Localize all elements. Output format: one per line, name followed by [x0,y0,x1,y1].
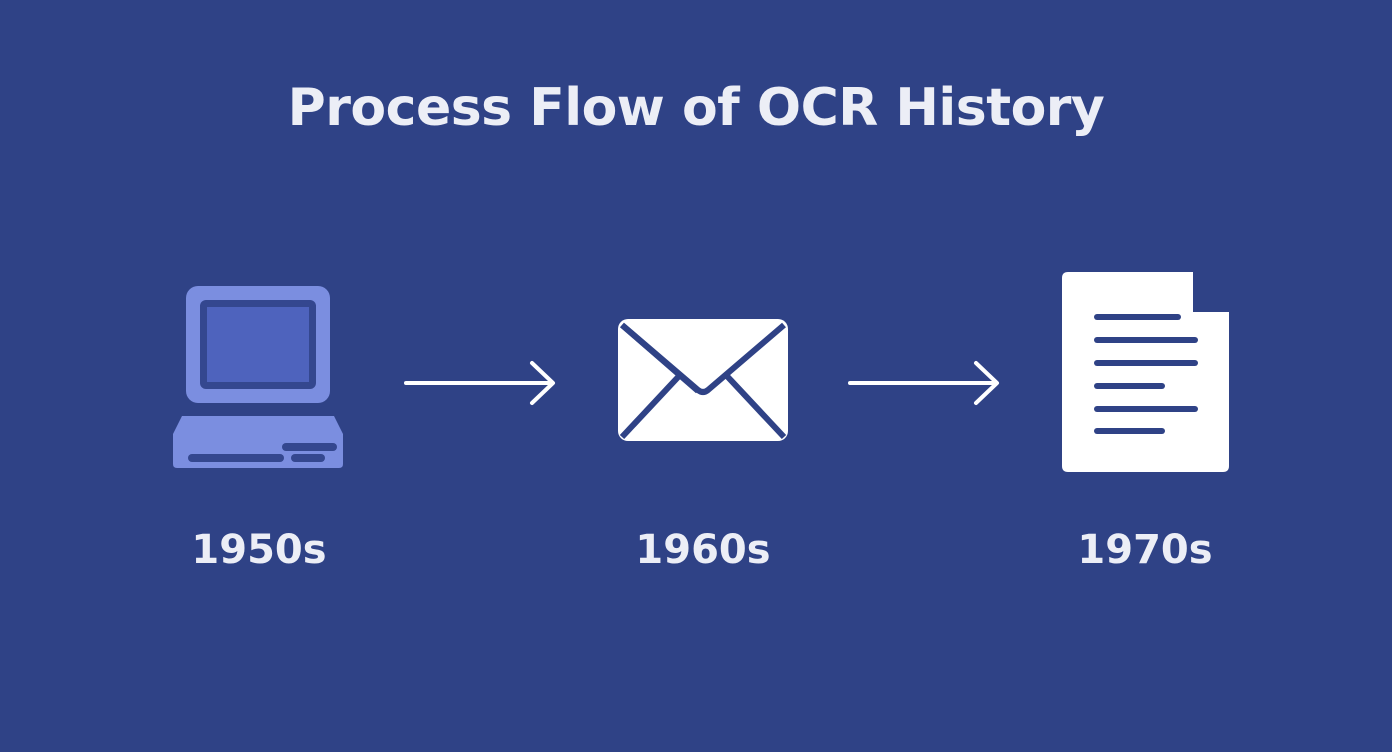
computer-keyboard-lines [188,454,325,462]
step-label-1970s: 1970s [1077,527,1213,573]
arrow-right-icon [848,361,999,405]
computer-keyboard-slots [172,286,344,468]
document-icon [1062,272,1229,472]
arrow-right-icon [404,361,555,405]
step-label-1960s: 1960s [635,527,771,573]
computer-icon [173,286,343,468]
step-label-1950s: 1950s [191,527,327,573]
envelope-icon [618,319,788,441]
diagram-title: Process Flow of OCR History [287,78,1105,138]
